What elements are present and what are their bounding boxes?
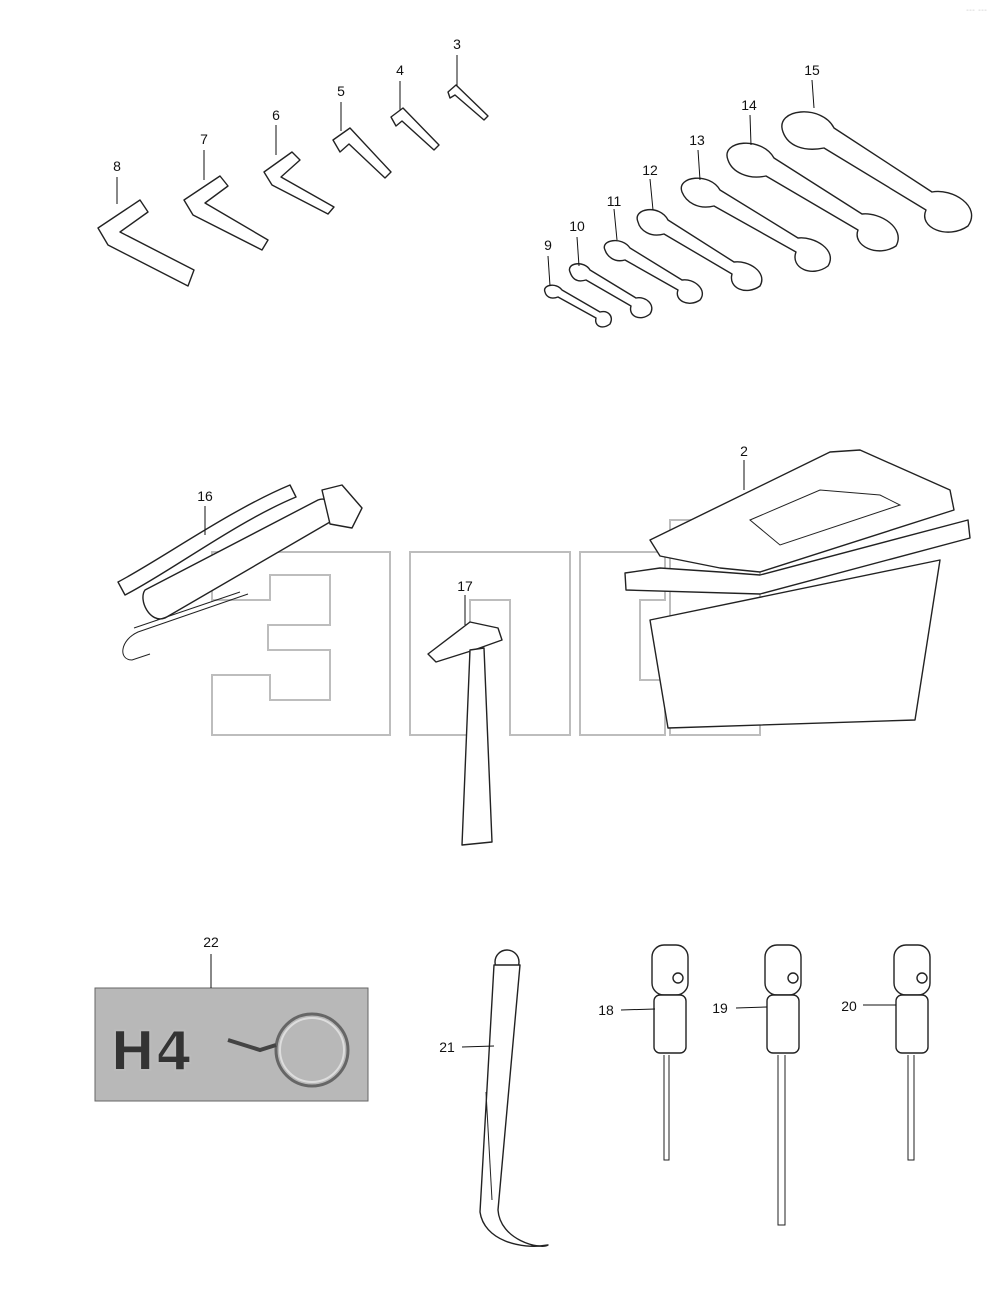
keychain-label: H4: [110, 1020, 193, 1083]
callout-17: 17: [457, 578, 473, 594]
wrench-9: [543, 284, 612, 328]
callout-9: 9: [544, 237, 552, 253]
callout-19: 19: [712, 1000, 728, 1016]
callout-2: 2: [740, 443, 748, 459]
callout-18: 18: [598, 1002, 614, 1018]
callout-13: 13: [689, 132, 705, 148]
callout-7: 7: [200, 131, 208, 147]
wrench-11: [603, 240, 703, 304]
leader-lines: [116, 55, 896, 1048]
grease-gun-16: [117, 484, 363, 661]
wrench-13: [680, 177, 831, 272]
pry-bar-21: [479, 949, 549, 1247]
hammer-17: [427, 621, 503, 846]
hex-key-4: [390, 107, 440, 151]
callout-15: 15: [804, 62, 820, 78]
callout-3: 3: [453, 36, 461, 52]
screwdriver-19: [764, 944, 802, 1226]
callout-10: 10: [569, 218, 585, 234]
wrench-10: [568, 263, 653, 319]
callout-14: 14: [741, 97, 757, 113]
hex-key-7: [183, 175, 269, 251]
hex-key-8: [97, 199, 195, 287]
toolbox-2: [624, 449, 971, 729]
hex-key-3: [447, 84, 489, 121]
callout-8: 8: [113, 158, 121, 174]
callout-12: 12: [642, 162, 658, 178]
callout-4: 4: [396, 62, 404, 78]
hex-key-6: [263, 151, 335, 215]
callout-11: 11: [607, 193, 622, 209]
wrench-15: [781, 111, 973, 233]
callout-labels: 2 3 4 5 6 7 8 9 10 11 12 13 14 15 16 17 …: [113, 36, 857, 1055]
screwdriver-20: [893, 944, 931, 1161]
keychain-photo-22: H4: [94, 987, 369, 1102]
callout-5: 5: [337, 83, 345, 99]
corner-mark: ◦◦◦ ◦◦◦: [966, 8, 987, 14]
callout-21: 21: [439, 1039, 455, 1055]
wrench-12: [636, 209, 763, 292]
callout-16: 16: [197, 488, 213, 504]
hex-key-5: [332, 127, 392, 179]
callout-20: 20: [841, 998, 857, 1014]
screwdriver-18: [651, 944, 689, 1161]
wrench-14: [726, 142, 899, 252]
callout-22: 22: [203, 934, 219, 950]
callout-6: 6: [272, 107, 280, 123]
